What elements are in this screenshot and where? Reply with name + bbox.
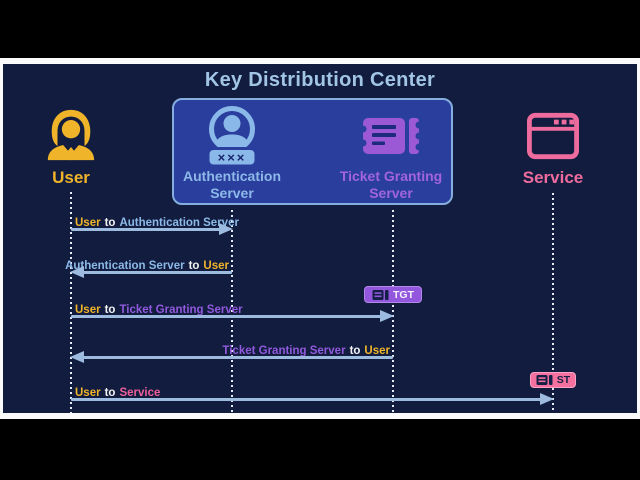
- user-actor: User: [27, 108, 115, 188]
- arrow-shaft: [71, 228, 225, 231]
- message-to-word: to: [104, 387, 116, 399]
- arrow-shaft: [78, 356, 393, 359]
- message-user-to-service: User to Service: [71, 377, 554, 405]
- message-from: User: [75, 387, 101, 399]
- authentication-server-lifeline: [231, 210, 233, 413]
- arrow-head-icon: [540, 393, 554, 405]
- service-label: Service: [522, 168, 584, 187]
- message-from: Authentication Server: [65, 260, 185, 272]
- message-to-word: to: [188, 260, 200, 272]
- authentication-server-group: ××× Authentication Server: [178, 105, 286, 201]
- arrow-head-icon: [70, 266, 84, 278]
- message-label: Authentication Server to User: [65, 260, 229, 272]
- key-distribution-center-box: ××× Authentication Server: [172, 98, 453, 205]
- message-to: User: [203, 260, 229, 272]
- message-to: Authentication Server: [119, 217, 239, 229]
- page-title: Key Distribution Center: [204, 69, 436, 91]
- service-lifeline: [552, 193, 554, 413]
- authentication-server-icon-slot: ×××: [204, 105, 260, 167]
- tgt-badge: TGT: [364, 286, 422, 303]
- arrow-head-icon: [70, 351, 84, 363]
- message-from: User: [75, 217, 101, 229]
- user-lifeline: [70, 192, 72, 413]
- message-user-to-ticket-granting-server: User to Ticket Granting Server: [71, 294, 394, 322]
- message-label: User to Authentication Server: [75, 217, 239, 229]
- message-from: User: [75, 304, 101, 316]
- ticket-icon: [372, 289, 389, 300]
- woman-user-icon: [47, 109, 95, 161]
- id-card-user-icon: ×××: [206, 106, 258, 167]
- message-label: User to Ticket Granting Server: [75, 304, 243, 316]
- message-label: Ticket Granting Server to User: [222, 345, 390, 357]
- browser-window-icon: [527, 112, 579, 160]
- st-badge: ST: [530, 372, 576, 388]
- message-from: Ticket Granting Server: [222, 345, 346, 357]
- arrow-shaft: [71, 398, 546, 401]
- message-to: Ticket Granting Server: [119, 304, 243, 316]
- st-badge-label: ST: [556, 374, 571, 386]
- message-to-word: to: [104, 304, 116, 316]
- ticket-granting-server-label: Ticket Granting Server: [339, 168, 443, 201]
- arrow-head-icon: [219, 223, 233, 235]
- ticket-icon: [362, 118, 420, 154]
- ticket-icon: [536, 375, 553, 385]
- message-to-word: to: [349, 345, 361, 357]
- service-actor: Service: [509, 112, 597, 188]
- user-label: User: [52, 168, 90, 187]
- diagram-canvas: Key Distribution Center ×××: [3, 64, 637, 413]
- message-user-to-authentication-server: User to Authentication Server: [71, 207, 239, 235]
- message-label: User to Service: [75, 387, 160, 399]
- message-ticket-granting-server-to-user: Ticket Granting Server to User: [70, 335, 393, 363]
- tgt-badge-label: TGT: [393, 288, 414, 301]
- message-to-word: to: [104, 217, 116, 229]
- video-frame: Key Distribution Center ×××: [0, 58, 640, 419]
- password-mask-text: ×××: [218, 150, 247, 165]
- arrow-head-icon: [380, 310, 394, 322]
- message-to: User: [364, 345, 390, 357]
- message-to: Service: [119, 387, 161, 399]
- ticket-granting-server-group: Ticket Granting Server: [326, 105, 456, 201]
- arrow-shaft: [78, 271, 232, 274]
- authentication-server-label: Authentication Server: [183, 168, 281, 201]
- message-authentication-server-to-user: Authentication Server to User: [65, 250, 232, 278]
- arrow-shaft: [71, 315, 386, 318]
- ticket-granting-server-icon-slot: [362, 105, 420, 167]
